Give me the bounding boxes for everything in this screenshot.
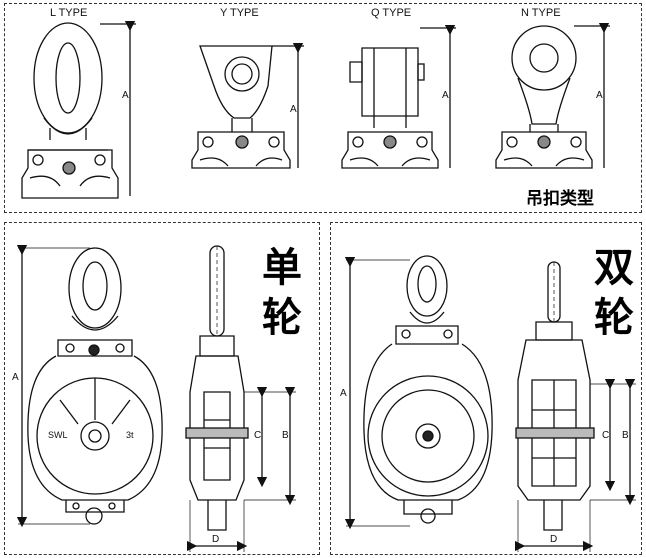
single-dim-d: D — [212, 534, 220, 545]
l-type-label: L TYPE — [50, 7, 88, 19]
double-title-bottom: 轮 — [594, 295, 634, 341]
single-title-bottom: 轮 — [262, 295, 302, 341]
double-sheave-side-view — [514, 261, 636, 552]
n-type-label: N TYPE — [521, 7, 561, 19]
double-dim-b: B — [622, 430, 629, 441]
single-dim-b: B — [282, 430, 289, 441]
single-sheave-side-view — [185, 245, 296, 552]
double-dim-a: A — [340, 388, 347, 399]
double-sheave-front-view — [344, 255, 493, 530]
n-type-dim-a: A — [596, 90, 603, 101]
single-title-top: 单 — [262, 245, 302, 291]
single-dim-a: A — [12, 372, 19, 383]
y-type-drawing — [191, 42, 304, 169]
y-type-label: Y TYPE — [220, 7, 259, 19]
single-sheave-front-view — [16, 244, 163, 528]
l-type-drawing — [21, 20, 136, 199]
l-type-dim-a: A — [122, 90, 129, 101]
double-dim-c: C — [602, 430, 610, 441]
double-title-top: 双 — [594, 245, 634, 291]
single-wheel-load: 3t — [126, 430, 134, 440]
hook-type-caption: 吊扣类型 — [526, 189, 594, 209]
q-type-label: Q TYPE — [371, 7, 412, 19]
y-type-dim-a: A — [290, 104, 297, 115]
hook-types-panel — [4, 3, 642, 213]
single-wheel-swl: SWL — [48, 430, 68, 440]
double-dim-d: D — [550, 534, 558, 545]
n-type-drawing — [495, 22, 610, 169]
q-type-dim-a: A — [442, 90, 449, 101]
double-sheave-panel — [330, 222, 642, 555]
q-type-drawing — [341, 24, 456, 169]
single-dim-c: C — [254, 430, 262, 441]
single-sheave-panel — [4, 222, 320, 555]
